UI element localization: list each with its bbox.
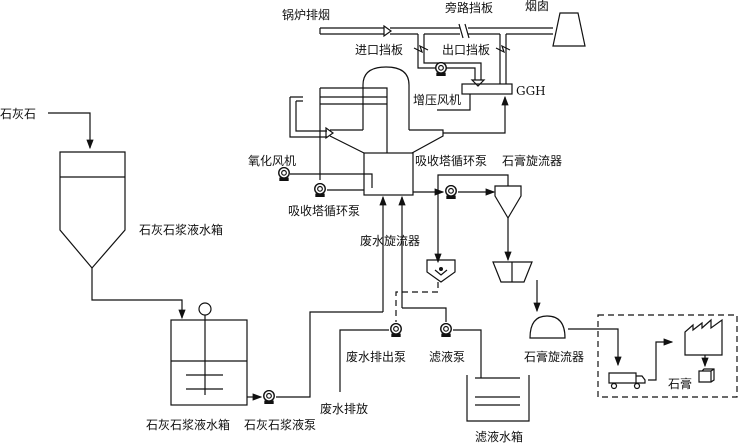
vacuum-belt-filter-icon [492, 261, 533, 283]
outlet-damper-icon [495, 44, 511, 54]
outlet-duct [495, 34, 511, 84]
bypass-damper-icon [458, 23, 470, 39]
oxidation-fan-icon [278, 167, 290, 181]
chimney-icon [552, 12, 586, 47]
label-gypsum-cyclone-top: 石膏旋流器 [502, 153, 562, 168]
label-limestone-slurry-tank: 石灰石浆液水箱 [146, 417, 230, 432]
factory-icon [684, 318, 723, 356]
limestone-slurry-pump-icon [263, 390, 275, 404]
label-booster-fan: 增压风机 [413, 93, 461, 107]
oxidation-air-line [290, 173, 373, 188]
label-oxidation-fan: 氧化风机 [248, 154, 296, 168]
wastewater-cyclone-icon [426, 259, 456, 283]
label-gypsum: 石膏 [668, 376, 692, 391]
label-ggh: GGH [516, 84, 546, 98]
label-gypsum-cyclone-bottom: 石膏旋流器 [524, 349, 584, 364]
label-inlet-damper: 进口挡板 [355, 43, 403, 57]
label-wastewater-cyclone: 废水旋流器 [360, 233, 420, 248]
slurry-tank-icon [170, 302, 248, 406]
truck-icon [608, 372, 646, 390]
label-bypass-damper: 旁路挡板 [445, 0, 493, 15]
absorber-tower [289, 66, 509, 196]
wastewater-pump-icon [390, 323, 402, 337]
flue-gas-duct [319, 23, 553, 39]
label-wastewater-pump: 废水排出泵 [346, 349, 406, 364]
label-limestone-silo: 石灰石浆液水箱 [139, 222, 223, 237]
label-limestone: 石灰石 [0, 107, 36, 121]
gypsum-product-icon [698, 368, 715, 383]
inlet-damper-icon [413, 44, 429, 54]
label-wastewater-discharge: 废水排放 [320, 401, 368, 416]
inlet-duct [413, 34, 486, 87]
absorber-pump-left-icon [314, 183, 326, 197]
gypsum-yard-boundary [597, 314, 738, 398]
label-chimney: 烟囱 [525, 0, 549, 13]
booster-fan-icon [435, 62, 447, 76]
label-limestone-slurry-pump: 石灰石浆液泵 [244, 417, 316, 432]
limestone-silo-icon [59, 151, 126, 269]
label-absorber-pump-left: 吸收塔循环泵 [288, 204, 360, 218]
label-absorber-pump-right: 吸收塔循环泵 [415, 154, 487, 168]
gypsum-storage-icon [529, 315, 566, 339]
label-filtrate-pump: 滤液泵 [429, 349, 465, 364]
ggh-unit [461, 83, 513, 95]
gypsum-cyclone-icon [494, 185, 522, 220]
to-wastewater-cyclone-line [438, 174, 509, 262]
label-boiler-flue-gas: 锅炉排烟 [282, 7, 330, 22]
agitator-motor-icon [198, 302, 212, 316]
absorber-pump-right-icon [445, 185, 457, 199]
filtrate-tank-icon [466, 375, 530, 422]
label-outlet-damper: 出口挡板 [442, 43, 490, 57]
label-filtrate-tank: 滤液水箱 [475, 429, 523, 443]
filtrate-pump-icon [440, 323, 452, 337]
